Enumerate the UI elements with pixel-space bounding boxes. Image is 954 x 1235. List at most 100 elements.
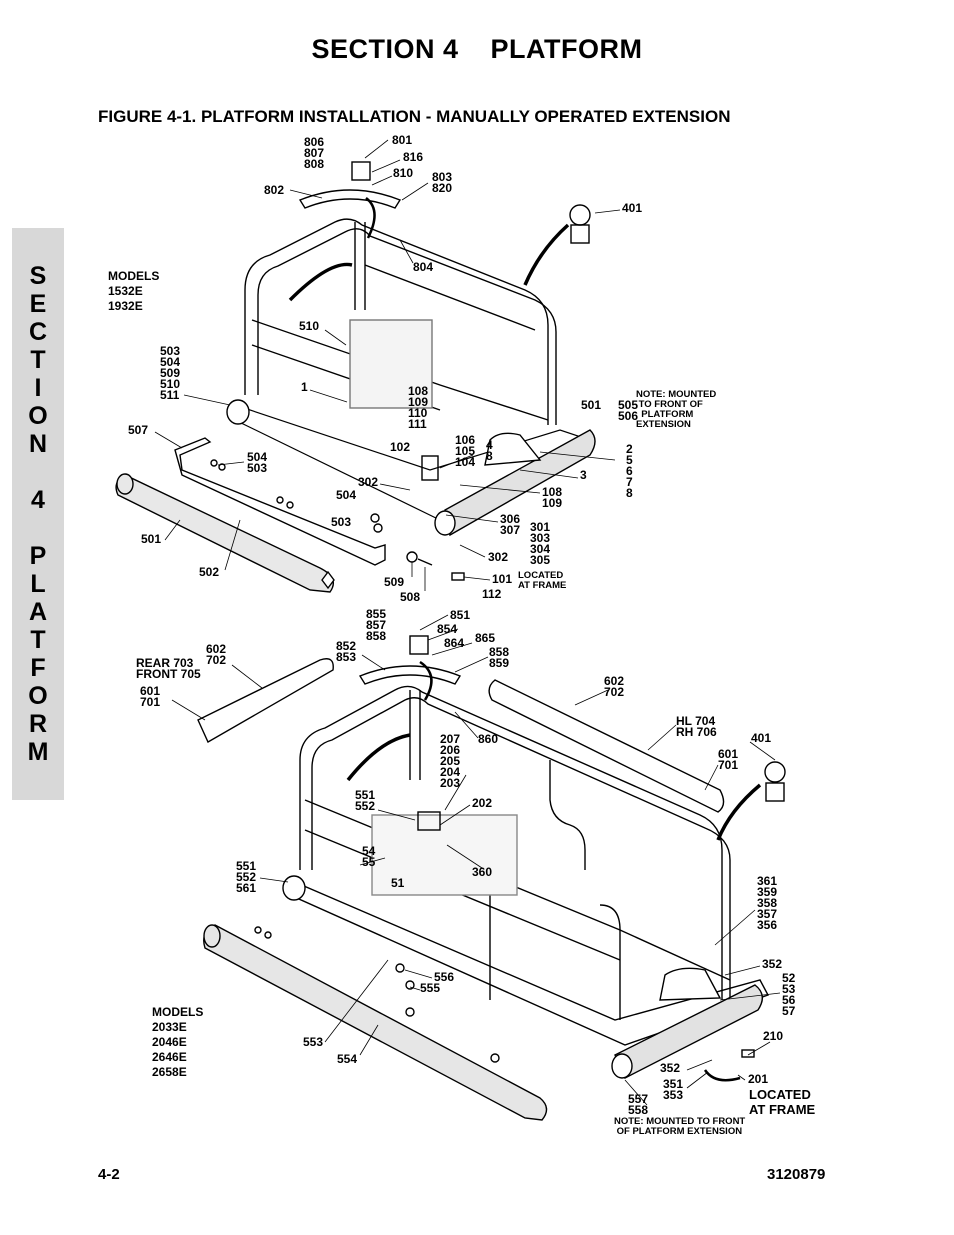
callout: 102 xyxy=(390,440,411,454)
callout: 555 xyxy=(420,981,441,995)
callout: 810 xyxy=(393,166,414,180)
tab-letter: T xyxy=(30,626,46,654)
callout: 553 xyxy=(303,1035,324,1049)
tab-letter: P xyxy=(29,542,47,570)
tab-letter: O xyxy=(28,402,48,430)
callout: 507 xyxy=(128,423,149,437)
upper-platform-drawing xyxy=(115,161,596,593)
callout: 210 xyxy=(763,1029,784,1043)
callout: 601 701 xyxy=(718,747,739,772)
callout: 502 xyxy=(199,565,220,579)
tab-letter: T xyxy=(30,346,46,374)
callout: 554 xyxy=(337,1052,358,1066)
callout: 4 8 xyxy=(486,438,493,463)
upper-leader-lines xyxy=(154,139,621,591)
tab-letter: I xyxy=(34,374,42,402)
callout: 804 xyxy=(413,260,434,274)
tab-letter: M xyxy=(27,738,49,766)
callout: 361 359 358 357 356 xyxy=(757,874,778,932)
callout: 503 xyxy=(331,515,352,529)
callout: 112 xyxy=(482,587,502,601)
callout: 551 552 xyxy=(355,788,376,813)
callout: 864 xyxy=(444,636,465,650)
document-number: 3120879 xyxy=(767,1166,826,1183)
callout: 52 53 56 57 xyxy=(782,971,796,1018)
callout: REAR 703 FRONT 705 xyxy=(136,656,201,681)
upper-models-label: MODELS 1532E 1932E xyxy=(108,269,160,313)
callout: 306 307 xyxy=(500,512,521,537)
tab-letter: C xyxy=(28,318,48,346)
callout: 601 701 xyxy=(140,684,161,709)
lower-located-note: LOCATED AT FRAME xyxy=(749,1087,816,1117)
callout: 301 303 304 305 xyxy=(530,520,551,567)
callout: 851 xyxy=(450,608,471,622)
section-side-tab: S E C T I O N 4 P L A T F O R M xyxy=(12,228,64,800)
tab-letter: N xyxy=(28,430,48,458)
tab-letter: A xyxy=(28,598,48,626)
upper-mounting-note: NOTE: MOUNTED TO FRONT OF PLATFORM EXTEN… xyxy=(636,389,717,430)
callout: 505 506 xyxy=(618,398,639,423)
tab-letter: O xyxy=(28,682,48,710)
lower-leader-lines xyxy=(171,614,781,1106)
figure-title: FIGURE 4-1. PLATFORM INSTALLATION - MANU… xyxy=(98,107,731,126)
callout: 401 xyxy=(622,201,643,215)
tab-letter: 4 xyxy=(31,486,45,514)
callout: 51 xyxy=(391,876,405,890)
callout: 101 xyxy=(492,572,513,586)
callout: 865 xyxy=(475,631,496,645)
callout: 501 xyxy=(141,532,162,546)
callout: 302 xyxy=(488,550,509,564)
callout: 858 859 xyxy=(489,645,510,670)
tab-letter: L xyxy=(30,570,46,598)
callout: 207 206 205 204 203 xyxy=(440,732,461,790)
tab-letter: S xyxy=(29,262,47,290)
callout: 504 503 xyxy=(247,450,268,475)
callout: 504 xyxy=(336,488,357,502)
callout: 201 xyxy=(748,1072,769,1086)
callout: 351 353 xyxy=(663,1077,684,1102)
tab-letter: R xyxy=(28,710,48,738)
callout: 801 xyxy=(392,133,413,147)
callout: 510 xyxy=(299,319,320,333)
lower-models-label: MODELS 2033E 2046E 2646E 2658E xyxy=(152,1005,204,1079)
callout: 852 853 xyxy=(336,639,357,664)
callout: 557 558 xyxy=(628,1092,649,1117)
callout: 855 857 858 xyxy=(366,607,387,643)
callout: 508 xyxy=(400,590,421,604)
callout: 816 xyxy=(403,150,424,164)
callout: 860 xyxy=(478,732,499,746)
callout: 202 xyxy=(472,796,493,810)
section-title: SECTION 4 PLATFORM xyxy=(311,34,643,64)
callout: 854 xyxy=(437,622,458,636)
callout: 3 xyxy=(580,468,587,482)
callout: 551 552 561 xyxy=(236,859,257,895)
callout: 556 xyxy=(434,970,455,984)
callout: 802 xyxy=(264,183,285,197)
callout: 302 xyxy=(358,475,379,489)
callout: 806 807 808 xyxy=(304,135,325,171)
callout: 401 xyxy=(751,731,772,745)
upper-located-note: LOCATED AT FRAME xyxy=(518,570,567,591)
page-number: 4-2 xyxy=(98,1166,120,1183)
tab-letter: F xyxy=(30,654,46,682)
callout: 2 5 6 7 8 xyxy=(626,442,633,500)
callout: 509 xyxy=(384,575,405,589)
callout: 602 702 xyxy=(206,642,227,667)
callout: 501 xyxy=(581,398,602,412)
callout: HL 704 RH 706 xyxy=(676,714,717,739)
tab-letter: E xyxy=(29,290,47,318)
callout: 106 105 104 xyxy=(455,433,476,469)
callout: 108 109 110 111 xyxy=(408,384,429,431)
callout: 503 504 509 510 511 xyxy=(160,344,181,402)
callout: 360 xyxy=(472,865,493,879)
callout: 108 109 xyxy=(542,485,563,510)
callout: 1 xyxy=(301,380,308,394)
callout: 602 702 xyxy=(604,674,625,699)
lower-mounting-note: NOTE: MOUNTED TO FRONT OF PLATFORM EXTEN… xyxy=(614,1116,746,1137)
lower-platform-drawing xyxy=(197,635,786,1121)
callout: 352 xyxy=(660,1061,681,1075)
callout: 803 820 xyxy=(432,170,453,195)
callout: 352 xyxy=(762,957,783,971)
callout: 54 55 xyxy=(362,844,376,869)
